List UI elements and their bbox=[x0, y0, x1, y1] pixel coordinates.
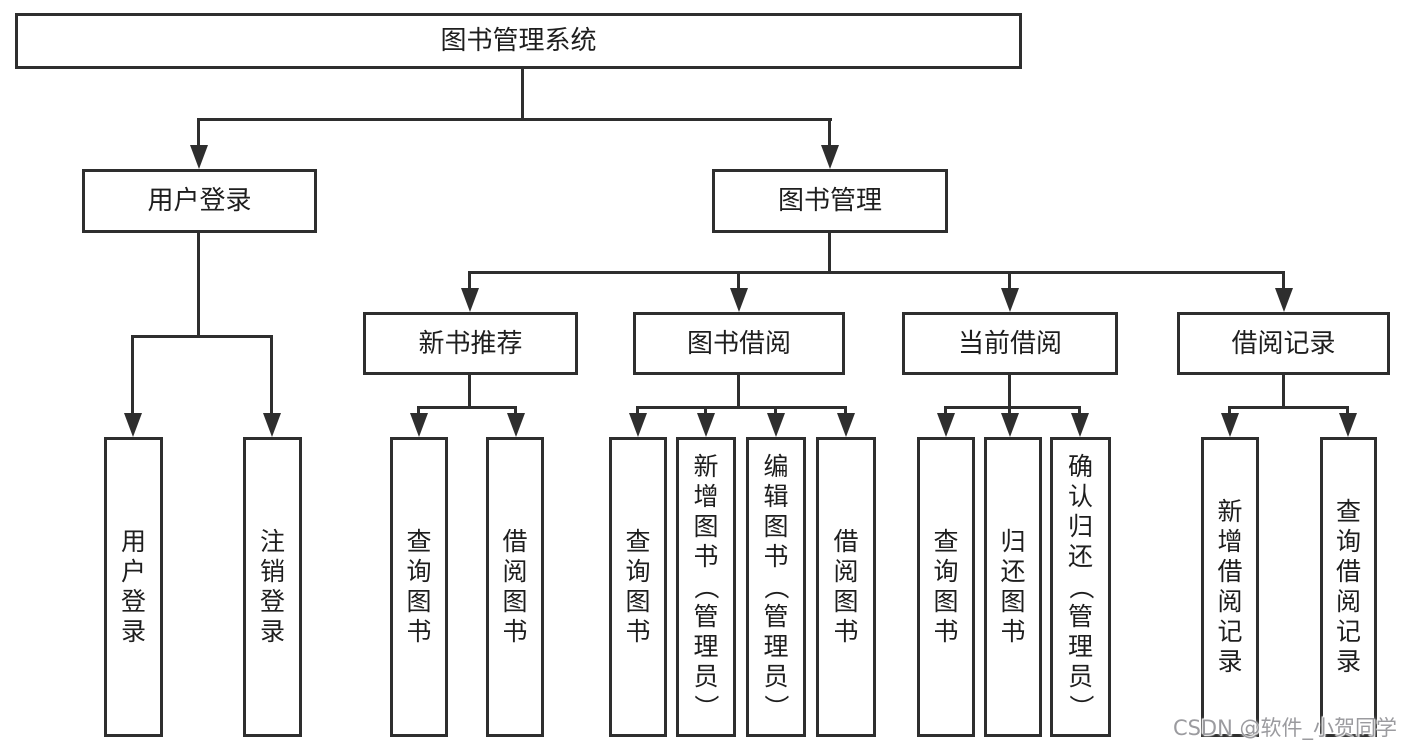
leaf-borrow-books-recommend: 借阅图书 bbox=[486, 437, 544, 737]
connector-line bbox=[737, 271, 740, 293]
leaf-logout: 注销登录 bbox=[243, 437, 302, 737]
arrow-down-icon bbox=[1001, 413, 1019, 437]
node-label: 图书管理 bbox=[777, 186, 882, 216]
node-new-book-recommend: 新书推荐 bbox=[363, 312, 578, 375]
connector-line bbox=[636, 406, 847, 409]
connector-line bbox=[828, 233, 831, 274]
node-label: 新书推荐 bbox=[418, 328, 523, 359]
node-borrow-records: 借阅记录 bbox=[1177, 312, 1390, 375]
leaf-borrow-books: 借阅图书 bbox=[816, 437, 876, 737]
arrow-down-icon bbox=[1275, 288, 1293, 312]
arrow-down-icon bbox=[629, 413, 647, 437]
connector-line bbox=[1282, 375, 1285, 409]
watermark: CSDN @软件_小贺同学 bbox=[1172, 716, 1397, 740]
node-label: 图书借阅 bbox=[686, 328, 791, 359]
leaf-add-borrow-record: 新增借阅记录 bbox=[1201, 437, 1259, 737]
arrow-down-icon bbox=[730, 288, 748, 312]
arrow-down-icon bbox=[124, 413, 142, 437]
arrow-down-icon bbox=[697, 413, 715, 437]
connector-line bbox=[131, 335, 273, 338]
arrow-down-icon bbox=[821, 145, 839, 169]
arrow-down-icon bbox=[190, 145, 208, 169]
arrow-down-icon bbox=[410, 413, 428, 437]
node-current-borrow: 当前借阅 bbox=[902, 312, 1118, 375]
node-label: 图书管理系统 bbox=[440, 26, 597, 56]
connector-line bbox=[828, 118, 831, 163]
connector-line bbox=[197, 233, 200, 338]
arrow-down-icon bbox=[1339, 413, 1357, 437]
leaf-edit-books-admin: 编辑图书（管理员） bbox=[746, 437, 806, 737]
node-user-login: 用户登录 bbox=[82, 169, 317, 233]
connector-line bbox=[737, 375, 740, 409]
connector-line bbox=[1228, 406, 1349, 409]
arrow-down-icon bbox=[507, 413, 525, 437]
connector-line bbox=[468, 271, 471, 293]
leaf-query-books-recommend: 查询图书 bbox=[390, 437, 448, 737]
connector-line bbox=[521, 69, 524, 121]
node-label: 当前借阅 bbox=[957, 328, 1062, 359]
leaf-return-books: 归还图书 bbox=[984, 437, 1042, 737]
leaf-user-login: 用户登录 bbox=[104, 437, 163, 737]
connector-line bbox=[468, 271, 1285, 274]
leaf-confirm-return-admin: 确认归还（管理员） bbox=[1050, 437, 1111, 737]
connector-line bbox=[197, 118, 200, 163]
arrow-down-icon bbox=[837, 413, 855, 437]
node-book-management: 图书管理 bbox=[712, 169, 948, 233]
arrow-down-icon bbox=[767, 413, 785, 437]
connector-line bbox=[1008, 271, 1011, 293]
connector-line bbox=[944, 406, 1081, 409]
connector-line bbox=[270, 335, 273, 430]
connector-line bbox=[1008, 375, 1011, 409]
connector-line bbox=[417, 406, 517, 409]
arrow-down-icon bbox=[937, 413, 955, 437]
connector-line bbox=[197, 118, 832, 121]
node-library-management-system: 图书管理系统 bbox=[15, 13, 1022, 69]
connector-line bbox=[468, 375, 471, 409]
connector-line bbox=[131, 335, 134, 430]
leaf-query-books-borrow: 查询图书 bbox=[609, 437, 667, 737]
leaf-query-borrow-record: 查询借阅记录 bbox=[1320, 437, 1377, 737]
leaf-add-books-admin: 新增图书（管理员） bbox=[676, 437, 736, 737]
arrow-down-icon bbox=[1071, 413, 1089, 437]
connector-line bbox=[1282, 271, 1285, 293]
node-label: 借阅记录 bbox=[1231, 328, 1336, 359]
leaf-query-books-current: 查询图书 bbox=[917, 437, 975, 737]
arrow-down-icon bbox=[1221, 413, 1239, 437]
node-book-borrow: 图书借阅 bbox=[633, 312, 845, 375]
arrow-down-icon bbox=[461, 288, 479, 312]
arrow-down-icon bbox=[1001, 288, 1019, 312]
node-label: 用户登录 bbox=[147, 186, 252, 216]
arrow-down-icon bbox=[263, 413, 281, 437]
